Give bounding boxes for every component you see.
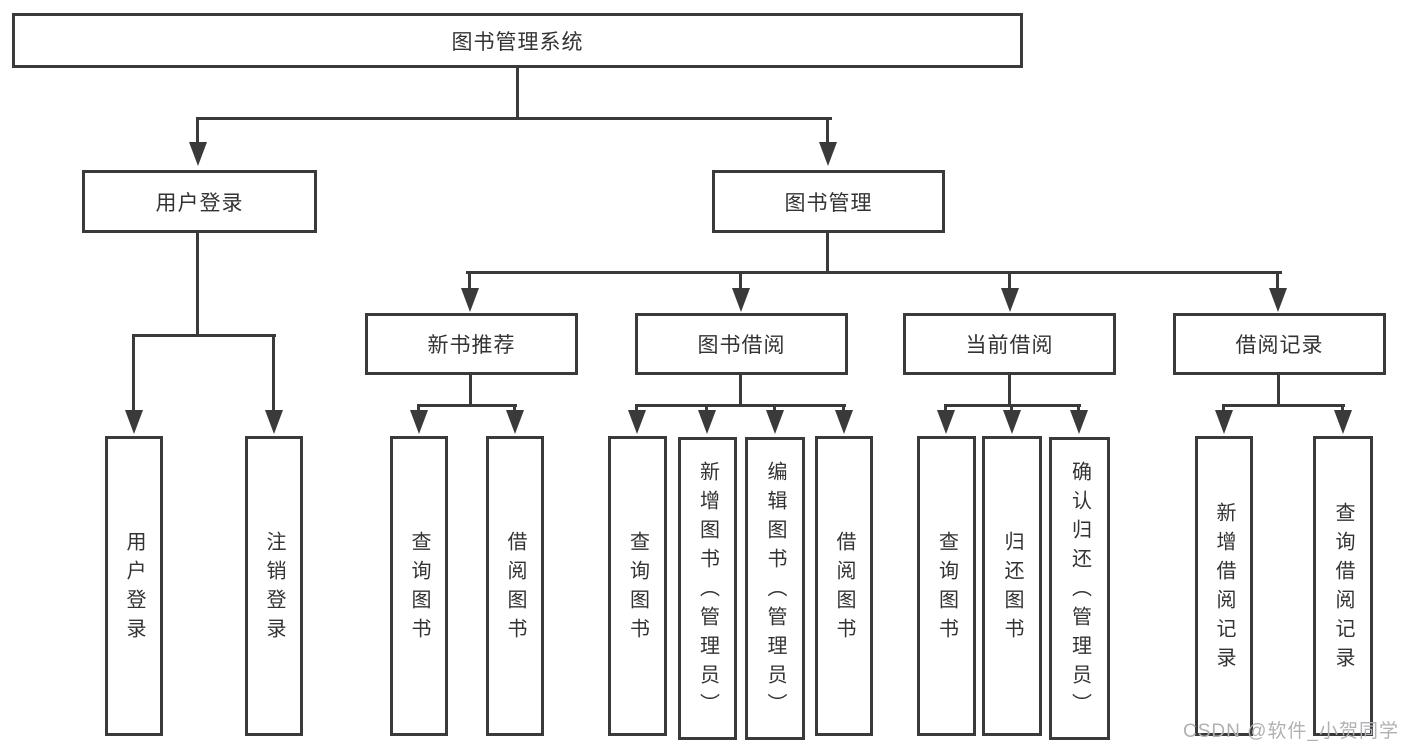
leaf-query-borrow-record-label: 查询借阅记录 bbox=[1332, 502, 1354, 676]
connector-line bbox=[1341, 405, 1344, 414]
arrow-down-icon bbox=[1334, 410, 1352, 434]
arrow-down-icon bbox=[819, 142, 837, 166]
arrow-down-icon bbox=[732, 288, 750, 312]
node-current-borrow: 当前借阅 bbox=[903, 313, 1116, 375]
arrow-down-icon bbox=[1001, 288, 1019, 312]
leaf-borrow-books-1-label: 借阅图书 bbox=[504, 531, 526, 647]
node-new-book-recommend-label: 新书推荐 bbox=[427, 334, 516, 357]
leaf-edit-books-admin: 编辑图书（管理员） bbox=[745, 437, 805, 740]
arrow-down-icon bbox=[1215, 410, 1233, 434]
node-root: 图书管理系统 bbox=[12, 13, 1023, 68]
arrow-down-icon bbox=[506, 410, 524, 434]
connector-line bbox=[1222, 404, 1345, 407]
connector-line bbox=[272, 335, 275, 412]
node-borrow-records-label: 借阅记录 bbox=[1235, 334, 1324, 357]
connector-line bbox=[739, 272, 742, 292]
connector-line bbox=[705, 405, 708, 414]
leaf-query-books-2-label: 查询图书 bbox=[626, 531, 649, 647]
leaf-logout-login-label: 注销登录 bbox=[263, 531, 285, 647]
arrow-down-icon bbox=[461, 288, 479, 312]
node-root-label: 图书管理系统 bbox=[451, 30, 584, 54]
leaf-confirm-return-admin-label: 确认归还（管理员） bbox=[1068, 461, 1091, 722]
arrow-down-icon bbox=[766, 410, 784, 434]
leaf-query-books-3-label: 查询图书 bbox=[935, 531, 958, 647]
connector-line bbox=[944, 404, 1081, 407]
arrow-down-icon bbox=[125, 410, 143, 434]
node-current-borrow-label: 当前借阅 bbox=[965, 334, 1054, 357]
csdn-watermark: CSDN @软件_小贺同学 bbox=[1183, 721, 1399, 742]
arrow-down-icon bbox=[937, 410, 955, 434]
node-book-borrow: 图书借阅 bbox=[635, 313, 848, 375]
connector-line bbox=[196, 117, 832, 120]
connector-line bbox=[466, 271, 1282, 274]
connector-line bbox=[132, 334, 276, 337]
connector-line bbox=[1077, 405, 1080, 414]
connector-line bbox=[513, 405, 516, 414]
node-book-borrow-label: 图书借阅 bbox=[697, 334, 786, 357]
arrow-down-icon bbox=[1269, 288, 1287, 312]
node-borrow-records: 借阅记录 bbox=[1173, 313, 1386, 375]
connector-line bbox=[1008, 375, 1011, 407]
leaf-query-books-3: 查询图书 bbox=[917, 436, 976, 736]
connector-line bbox=[1010, 405, 1013, 414]
connector-line bbox=[773, 405, 776, 414]
connector-line bbox=[826, 118, 829, 146]
connector-line bbox=[635, 405, 638, 414]
node-book-management: 图书管理 bbox=[712, 170, 945, 233]
connector-line bbox=[196, 233, 199, 337]
connector-line bbox=[1277, 375, 1280, 407]
connector-line bbox=[1008, 272, 1011, 292]
connector-line bbox=[1276, 272, 1279, 292]
leaf-add-borrow-record: 新增借阅记录 bbox=[1195, 436, 1253, 736]
node-book-management-label: 图书管理 bbox=[784, 191, 873, 215]
leaf-borrow-books-1: 借阅图书 bbox=[486, 436, 544, 736]
connector-line bbox=[132, 335, 135, 412]
leaf-add-books-admin-label: 新增图书（管理员） bbox=[696, 461, 719, 722]
node-user-login-label: 用户登录 bbox=[155, 191, 244, 215]
leaf-edit-books-admin-label: 编辑图书（管理员） bbox=[764, 461, 786, 722]
leaf-query-books-2: 查询图书 bbox=[608, 436, 667, 736]
connector-line bbox=[842, 405, 845, 414]
leaf-add-books-admin: 新增图书（管理员） bbox=[678, 437, 737, 740]
connector-line bbox=[944, 405, 947, 414]
leaf-confirm-return-admin: 确认归还（管理员） bbox=[1049, 437, 1110, 740]
arrow-down-icon bbox=[410, 410, 428, 434]
leaf-borrow-books-2-label: 借阅图书 bbox=[833, 531, 855, 647]
connector-line bbox=[417, 405, 420, 414]
leaf-user-login-label: 用户登录 bbox=[123, 531, 145, 647]
connector-line bbox=[468, 272, 471, 292]
node-new-book-recommend: 新书推荐 bbox=[365, 313, 578, 375]
connector-line bbox=[516, 68, 519, 120]
connector-line bbox=[635, 404, 846, 407]
leaf-query-borrow-record: 查询借阅记录 bbox=[1313, 436, 1373, 736]
arrow-down-icon bbox=[1070, 410, 1088, 434]
leaf-query-books-1-label: 查询图书 bbox=[408, 531, 430, 647]
leaf-return-books-label: 归还图书 bbox=[1001, 531, 1023, 647]
arrow-down-icon bbox=[835, 410, 853, 434]
leaf-borrow-books-2: 借阅图书 bbox=[815, 436, 873, 736]
leaf-query-books-1: 查询图书 bbox=[390, 436, 448, 736]
leaf-add-borrow-record-label: 新增借阅记录 bbox=[1213, 502, 1235, 676]
arrow-down-icon bbox=[628, 410, 646, 434]
connector-line bbox=[417, 404, 517, 407]
connector-line bbox=[196, 118, 199, 146]
connector-line bbox=[739, 375, 742, 407]
arrow-down-icon bbox=[698, 410, 716, 434]
leaf-user-login: 用户登录 bbox=[105, 436, 163, 736]
arrow-down-icon bbox=[265, 410, 283, 434]
arrow-down-icon bbox=[189, 142, 207, 166]
leaf-logout-login: 注销登录 bbox=[245, 436, 303, 736]
connector-line bbox=[469, 375, 472, 407]
arrow-down-icon bbox=[1003, 410, 1021, 434]
leaf-return-books: 归还图书 bbox=[982, 436, 1042, 736]
connector-line bbox=[1222, 405, 1225, 414]
node-user-login: 用户登录 bbox=[82, 170, 317, 233]
connector-line bbox=[826, 233, 829, 274]
